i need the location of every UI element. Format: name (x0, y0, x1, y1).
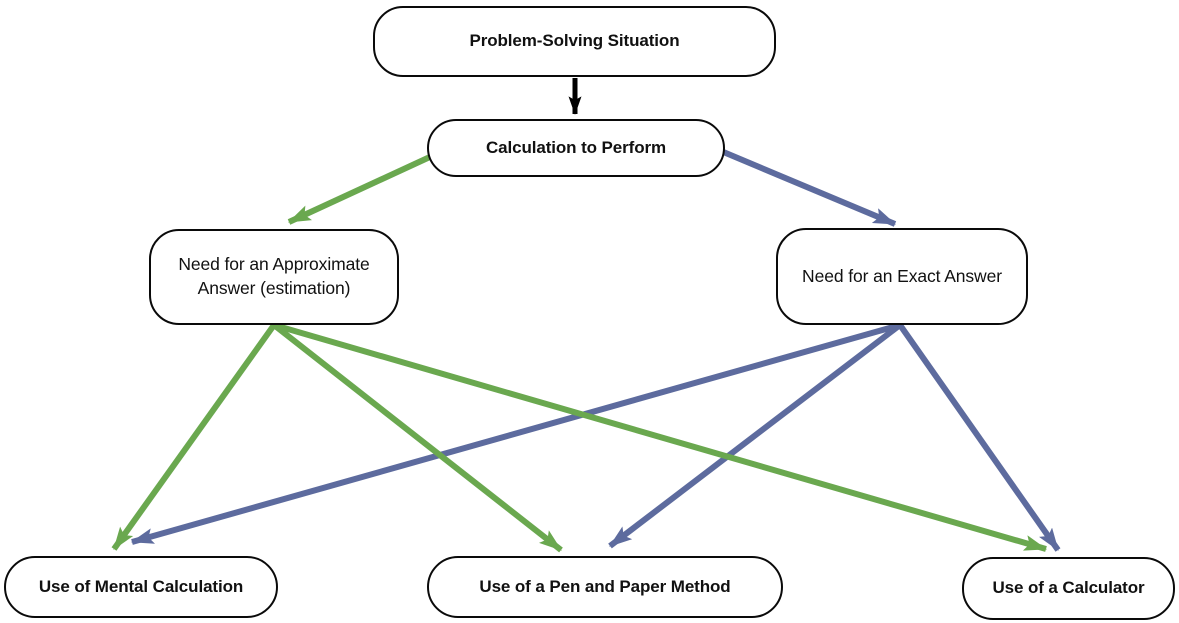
edge-exact-mental (130, 322, 901, 545)
edge-calculation-exact (719, 148, 897, 227)
node-calculation-to-perform: Calculation to Perform (427, 119, 725, 177)
node-problem-solving-situation: Problem-Solving Situation (373, 6, 776, 77)
edge-calculation-approximate (287, 153, 434, 225)
node-need-approximate-answer: Need for an Approximate Answer (estimati… (149, 229, 399, 325)
node-use-calculator: Use of a Calculator (962, 557, 1175, 620)
edge-approximate-calculator (273, 322, 1048, 552)
node-use-pen-and-paper: Use of a Pen and Paper Method (427, 556, 783, 618)
edge-approximate-mental (111, 323, 277, 551)
node-use-mental-calculation: Use of Mental Calculation (4, 556, 278, 618)
edge-exact-penpaper (608, 322, 902, 549)
node-need-exact-answer: Need for an Exact Answer (776, 228, 1028, 325)
edge-approximate-penpaper (272, 322, 563, 553)
edge-exact-calculator (897, 323, 1061, 552)
